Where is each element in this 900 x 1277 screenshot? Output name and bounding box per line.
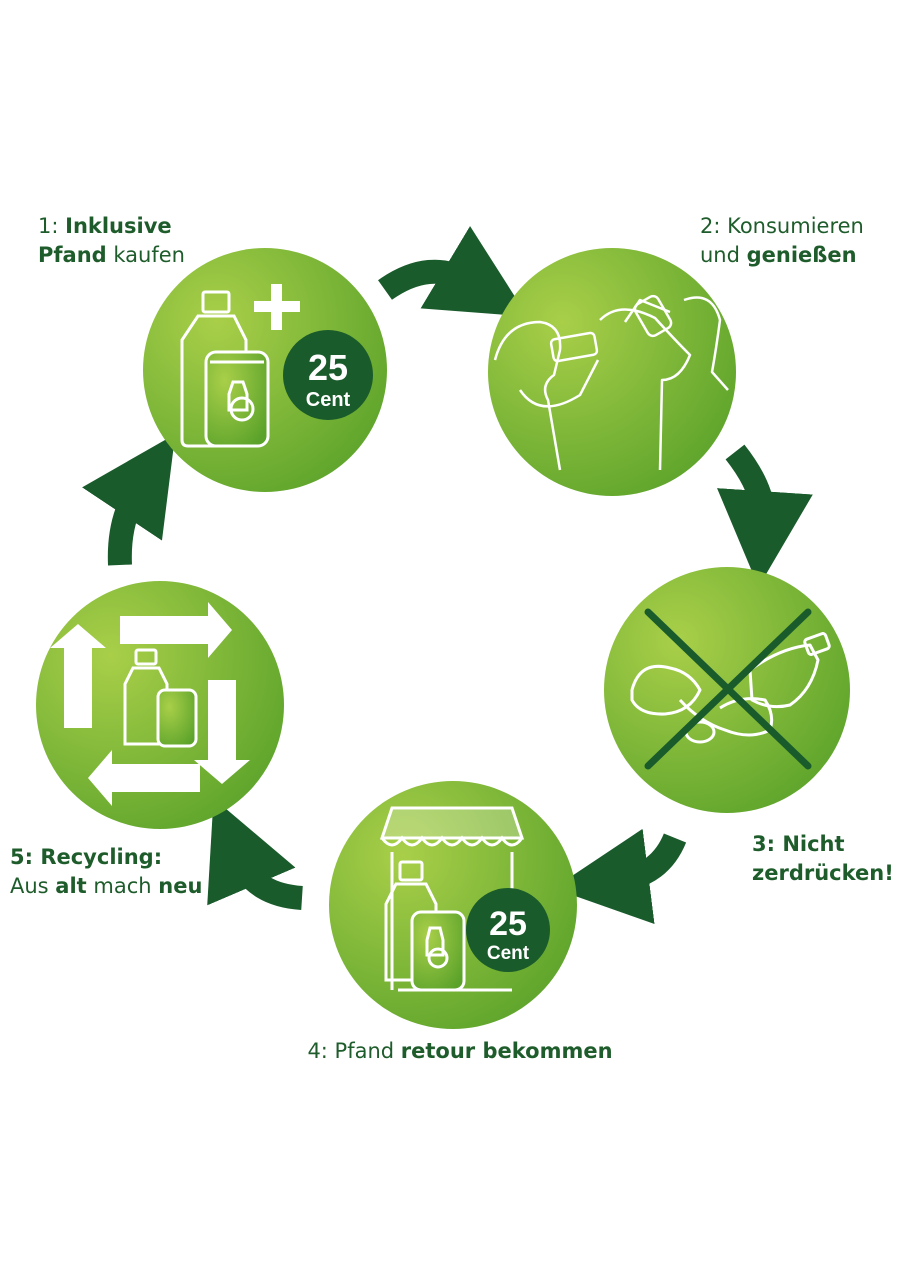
step-4-circle: 25 Cent — [329, 781, 577, 1029]
recycling-arrows-icon — [50, 602, 250, 806]
label-segment: 2: Konsumieren — [700, 214, 864, 238]
label-segment: genießen — [746, 243, 857, 267]
step-2-circle — [488, 248, 736, 496]
step-5-circle — [36, 581, 284, 829]
step-4-label: 4: Pfand retour bekommen — [300, 1037, 620, 1066]
label-segment: alt — [55, 874, 87, 898]
label-segment: kaufen — [106, 243, 185, 267]
step-2-label: 2: Konsumieren und genießen — [700, 212, 864, 270]
label-segment: neu — [158, 874, 203, 898]
step-5-line2: Aus alt mach neu — [10, 872, 202, 901]
label-segment: und — [700, 243, 747, 267]
label-segment: 1: — [38, 214, 66, 238]
label-segment: zerdrücken! — [752, 861, 894, 885]
arrow-step4-to-step5 — [207, 798, 304, 910]
step-3-label: 3: Nicht zerdrücken! — [752, 830, 894, 888]
step-3-circle — [604, 567, 850, 813]
label-segment: Inklusive — [65, 214, 172, 238]
step-5-label: 5: Recycling: Aus alt mach neu — [10, 843, 202, 901]
arrow-step3-to-step4 — [553, 828, 687, 925]
label-segment: 5: Recycling: — [10, 845, 163, 869]
bottle-can-plus-deposit-icon — [180, 290, 270, 448]
cross-icon — [644, 608, 812, 770]
step-5-line1: 5: Recycling: — [10, 843, 202, 872]
step-1-circle: 25 Cent — [143, 248, 387, 492]
step-3-line1: 3: Nicht — [752, 830, 894, 859]
deposit-badge-1: 25 Cent — [283, 330, 373, 420]
arrow-step2-to-step3 — [717, 444, 813, 588]
label-segment: Aus — [10, 874, 56, 898]
deposit-badge-2: 25 Cent — [466, 888, 550, 972]
bottle-can-icon — [123, 648, 198, 748]
step-3-line2: zerdrücken! — [752, 859, 894, 888]
step-2-line1: 2: Konsumieren — [700, 212, 864, 241]
plus-icon — [254, 284, 300, 330]
label-segment: 4: Pfand — [307, 1039, 401, 1063]
arrow-step5-to-step1 — [82, 434, 176, 566]
bottle-can-icon — [384, 860, 466, 992]
label-segment: 3: Nicht — [752, 832, 845, 856]
label-segment: retour bekommen — [400, 1039, 613, 1063]
badge-2-unit: Cent — [487, 943, 530, 964]
arrow-step1-to-step2 — [378, 226, 528, 317]
step-1-line2: Pfand kaufen — [38, 241, 185, 270]
step-1-line1: 1: Inklusive — [38, 212, 185, 241]
step-4-line1: 4: Pfand retour bekommen — [300, 1037, 620, 1066]
badge-2-value: 25 — [489, 905, 527, 943]
badge-1-unit: Cent — [306, 389, 351, 411]
step-2-line2: und genießen — [700, 241, 864, 270]
label-segment: mach — [86, 874, 159, 898]
badge-1-value: 25 — [308, 347, 348, 388]
people-drinking-icon — [493, 294, 729, 471]
label-segment: Pfand — [38, 243, 107, 267]
